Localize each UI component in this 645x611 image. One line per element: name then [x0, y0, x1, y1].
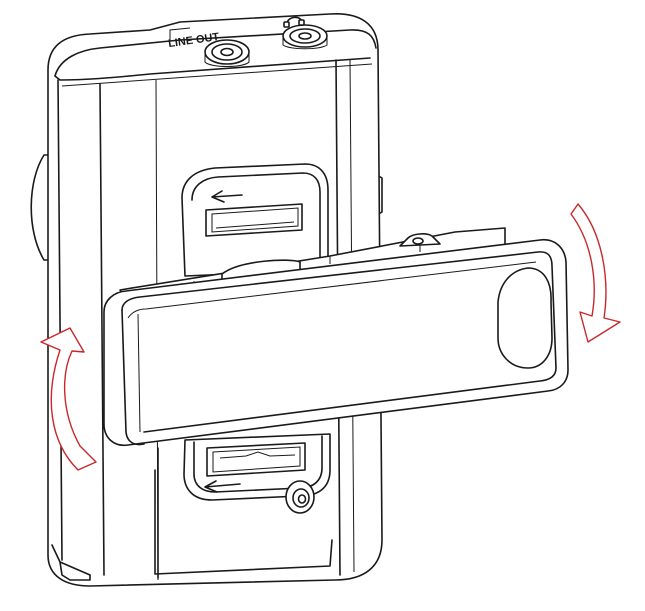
belt-clip [103, 227, 569, 447]
screw-boss [285, 480, 315, 514]
curved-arrow-down-icon [570, 203, 621, 343]
arrow-left-icon [211, 190, 243, 203]
headphone-jack [282, 24, 328, 50]
upper-mount-plate [181, 163, 329, 277]
curved-arrow-up-icon [40, 327, 97, 471]
arrow-left-icon [204, 480, 241, 493]
headphone-icon [283, 16, 305, 28]
line-out-jack [204, 39, 250, 67]
